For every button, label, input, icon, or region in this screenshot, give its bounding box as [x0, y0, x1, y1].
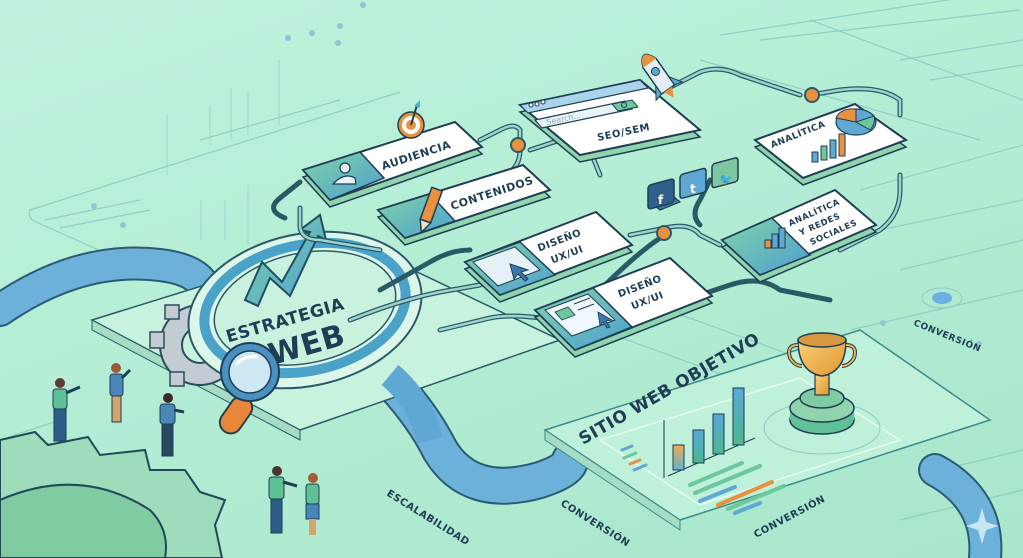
search-icon[interactable]	[611, 99, 639, 112]
person-2	[109, 363, 132, 423]
pencil-icon	[419, 186, 444, 235]
person-1	[52, 378, 81, 442]
twitter-icon[interactable]: 🐦	[711, 157, 739, 189]
goal-bar-1	[672, 444, 685, 471]
goal-horizontal-bars	[688, 461, 786, 515]
pie-chart-icon	[835, 108, 877, 136]
magnifier-icon	[218, 342, 280, 435]
card-seo-sem[interactable]: Search... SEO/SEM	[517, 78, 703, 163]
goal-bar-2	[692, 429, 705, 464]
goal-bar-3	[712, 413, 725, 455]
person-4	[268, 466, 298, 534]
target-icon	[397, 100, 425, 139]
people-group	[52, 363, 320, 535]
rocket-icon	[641, 53, 684, 102]
user-icon	[331, 162, 357, 185]
layout-icon	[544, 293, 616, 337]
conversion-node	[921, 287, 963, 309]
bar-chart-icon	[811, 133, 846, 163]
flow-pipe	[0, 246, 1003, 558]
card-diseno-1[interactable]: DISEÑO UX/UI	[463, 210, 634, 303]
large-gear-base	[0, 430, 227, 558]
card-analitica[interactable]: ANALÍTICA	[752, 102, 909, 186]
magnifier-handle-pipe	[381, 365, 443, 444]
trophy-icon	[763, 332, 881, 455]
card-diseno-2[interactable]: DISEÑO UX/UI	[533, 256, 714, 358]
growth-arrow-icon	[243, 213, 328, 308]
goal-platform	[543, 329, 992, 531]
floor-label-escalabilidad: ESCALABILIDAD	[384, 488, 471, 548]
data-sparkle-lines	[166, 60, 280, 245]
cursor-icon	[509, 263, 530, 282]
tumblr-glyph: t	[690, 182, 696, 196]
grid-nodes	[91, 2, 982, 347]
person-3	[159, 393, 185, 457]
social-icons: f t 🐦	[646, 157, 739, 211]
person-5	[305, 473, 320, 535]
window-dots-icon	[528, 99, 546, 108]
goal-legend-lines	[620, 444, 648, 472]
facebook-glyph: f	[658, 193, 664, 207]
floor-label-conversion-1: CONVERSIÓN	[558, 497, 632, 550]
goal-bar-4	[732, 387, 745, 446]
facebook-icon[interactable]: f	[646, 178, 682, 211]
tumblr-icon[interactable]: t	[679, 167, 707, 199]
bar-chart-icon	[764, 227, 786, 249]
twitter-glyph: 🐦	[719, 173, 733, 186]
sparkle-icon	[966, 508, 998, 544]
card-analitica-redes[interactable]: ANALÍTICA Y REDES SOCIALES	[720, 188, 878, 283]
card-audiencia[interactable]: AUDIENCIA	[301, 120, 484, 208]
floor-label-conversion-2: CONVERSIÓN	[912, 317, 983, 355]
goal-conversion-label: CONVERSIÓN	[751, 492, 827, 541]
search-input[interactable]	[533, 100, 634, 129]
goal-bar-chart	[663, 387, 756, 478]
